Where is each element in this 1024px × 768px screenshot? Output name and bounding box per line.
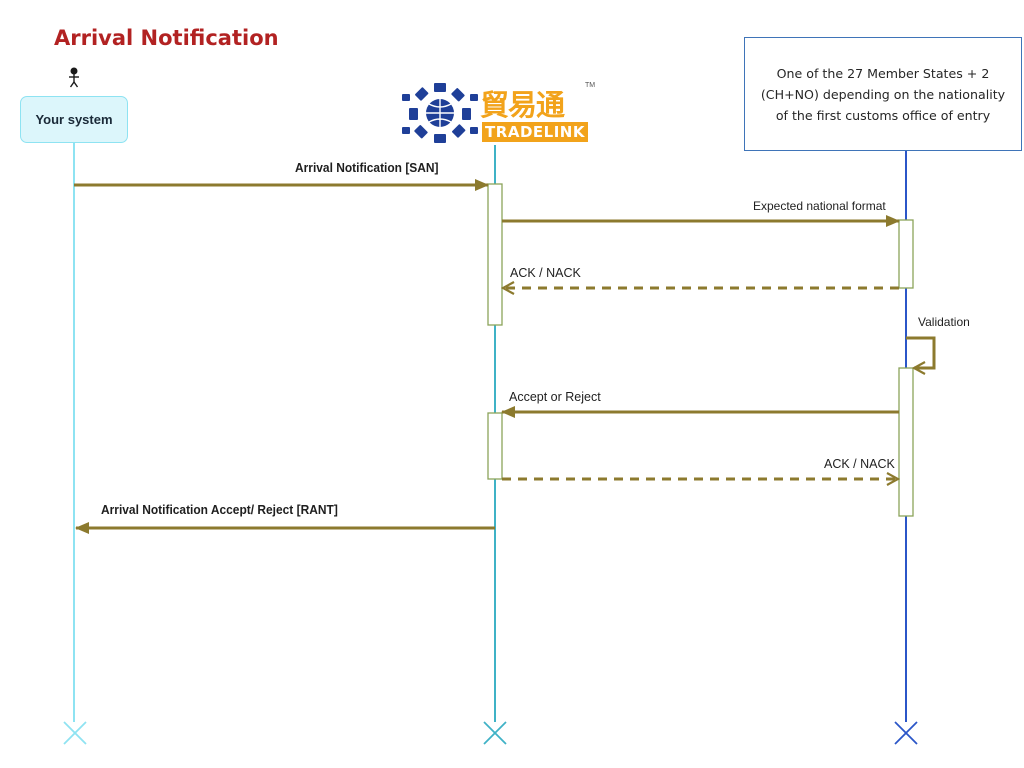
message-arrow-validation: [906, 336, 936, 368]
x-mark-icon: [483, 721, 507, 745]
message-label-validation: Validation: [918, 315, 970, 329]
message-label-san: Arrival Notification [SAN]: [295, 160, 439, 175]
tradelink-logo-chinese: 貿易通: [480, 88, 565, 122]
participant-your-system: Your system: [20, 96, 128, 143]
activation-bar: [487, 412, 503, 480]
message-label-national-format: Expected national format: [753, 199, 886, 213]
x-mark-icon: [894, 721, 918, 745]
x-mark-icon: [63, 721, 87, 745]
tradelink-globe-icon: [402, 83, 478, 143]
tradelink-logo-english: TRADELINK: [482, 122, 588, 142]
participant-member-state-note: One of the 27 Member States + 2 (CH+NO) …: [744, 37, 1022, 151]
message-label-accept-reject: Accept or Reject: [509, 390, 601, 404]
activation-bar: [487, 183, 503, 326]
message-label-ack-nack-1: ACK / NACK: [510, 266, 581, 280]
activation-bar: [898, 219, 914, 289]
message-label-ack-nack-2: ACK / NACK: [824, 457, 895, 471]
page-title: Arrival Notification: [54, 26, 279, 50]
person-icon: [69, 67, 79, 88]
tradelink-logo-trademark: TM: [585, 82, 596, 89]
activation-bar: [898, 367, 914, 517]
message-label-rant: Arrival Notification Accept/ Reject [RAN…: [101, 502, 338, 517]
